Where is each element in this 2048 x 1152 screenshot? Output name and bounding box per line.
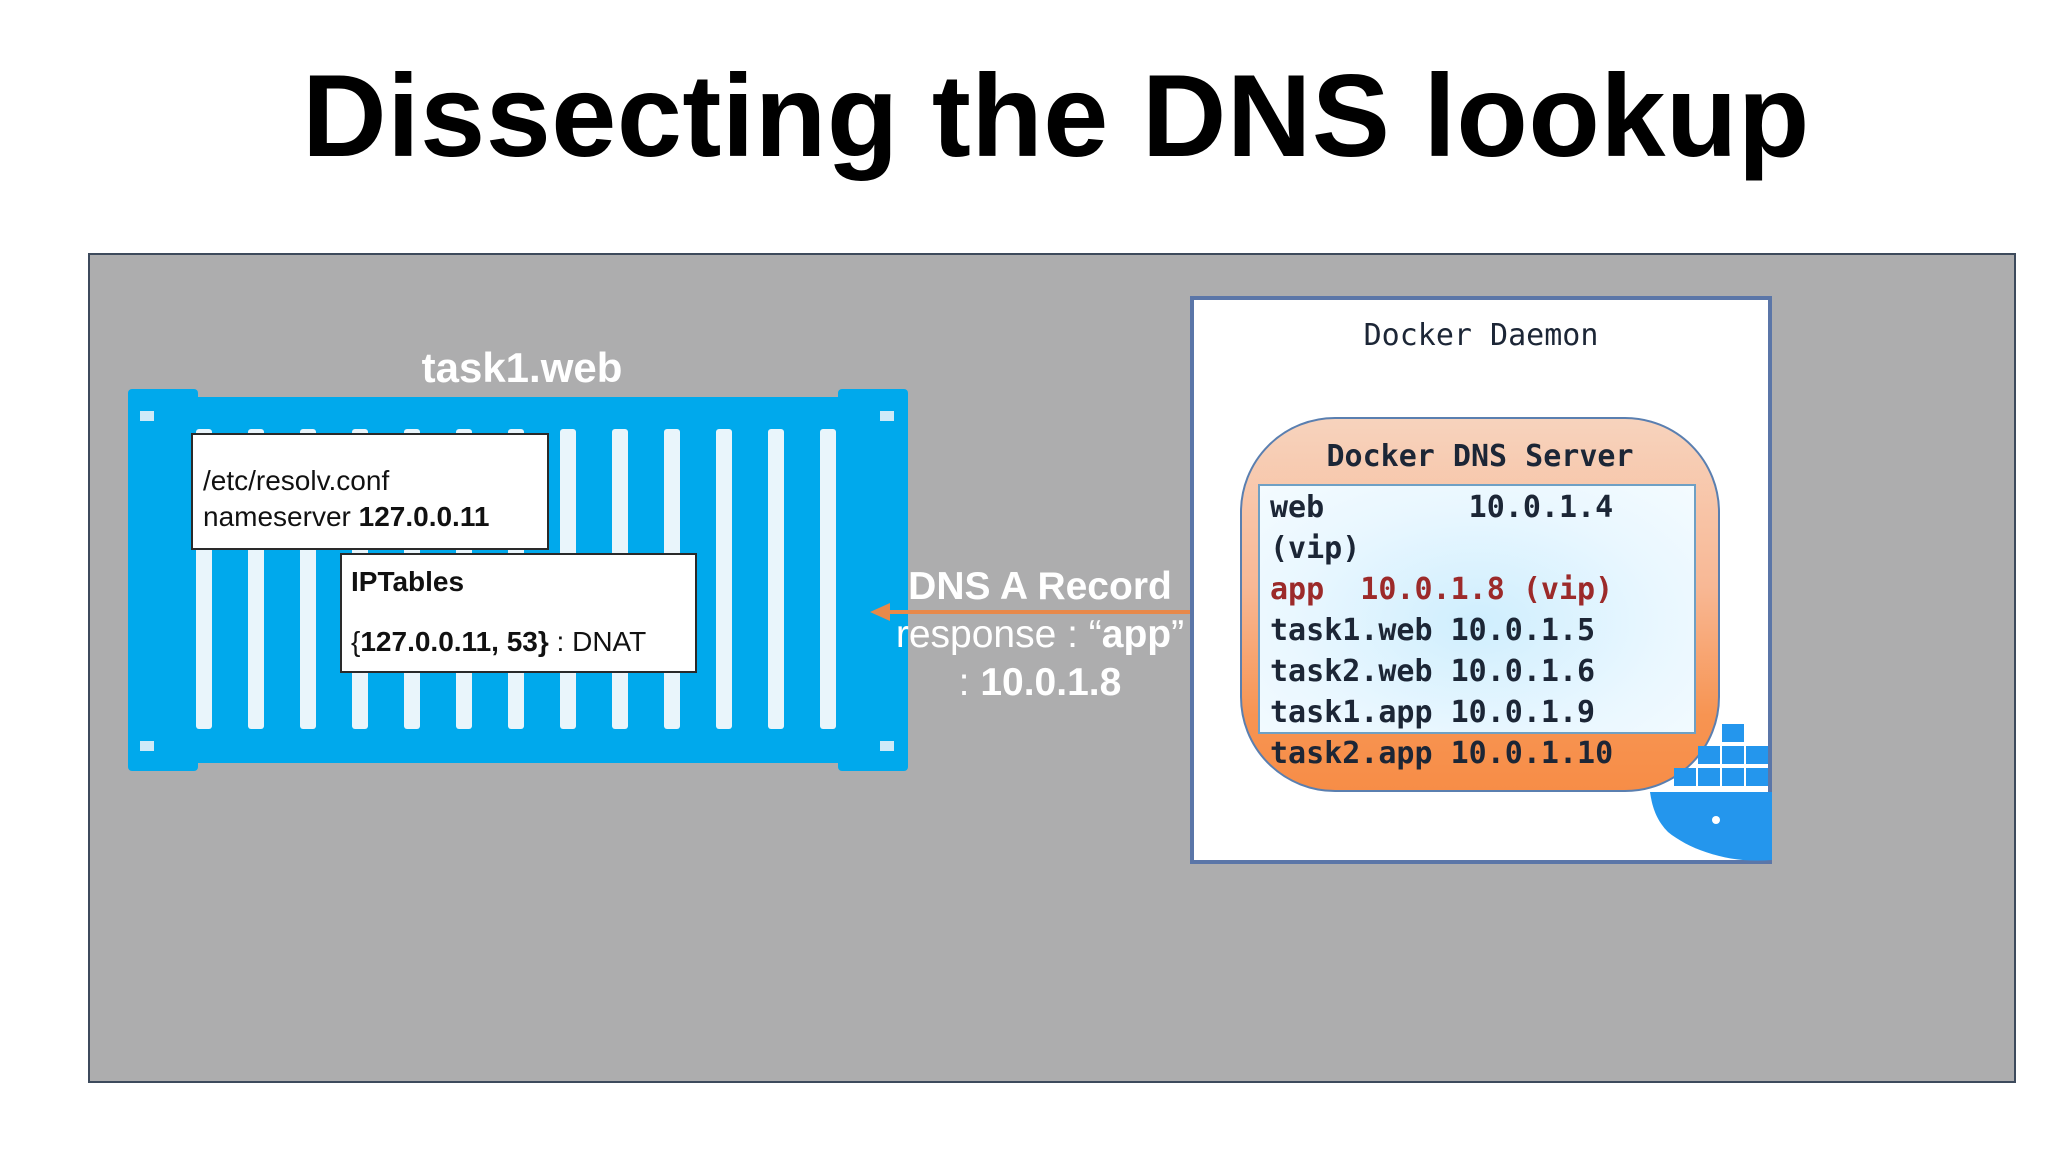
- dns-record-row: task1.app 10.0.1.9: [1270, 692, 1700, 733]
- dns-response-label: DNS A Record response : “app” : 10.0.1.8: [880, 563, 1200, 707]
- slide-title: Dissecting the DNS lookup: [0, 48, 2048, 183]
- dns-server-title: Docker DNS Server: [1242, 439, 1718, 474]
- dns-record-row: app 10.0.1.8 (vip): [1270, 569, 1700, 610]
- response-line-2: response : “app”: [880, 611, 1200, 659]
- docker-daemon-title: Docker Daemon: [1194, 318, 1768, 353]
- dns-record-row: web 10.0.1.4: [1270, 487, 1700, 528]
- docker-whale-icon: [1650, 720, 1772, 864]
- response-line-2-prefix: response : “: [896, 613, 1102, 656]
- dns-records: web 10.0.1.4(vip)app 10.0.1.8 (vip)task1…: [1270, 487, 1700, 774]
- iptables-rule-brace: {: [351, 626, 360, 657]
- iptables-rule-target: 127.0.0.11, 53}: [360, 626, 548, 657]
- dns-record-row: task2.app 10.0.1.10: [1270, 733, 1700, 774]
- dns-record-row: task2.web 10.0.1.6: [1270, 651, 1700, 692]
- nameserver-ip: 127.0.0.11: [359, 501, 490, 532]
- dns-record-row: task1.web 10.0.1.5: [1270, 610, 1700, 651]
- resolv-path: /etc/resolv.conf: [203, 463, 547, 499]
- dns-record-row: (vip): [1270, 528, 1700, 569]
- iptables-title: IPTables: [351, 565, 695, 599]
- iptables-rule-action: : DNAT: [549, 626, 646, 657]
- nameserver-line: nameserver 127.0.0.11: [203, 499, 547, 535]
- response-line-3-prefix: :: [959, 661, 981, 704]
- container-label: task1.web: [412, 344, 632, 392]
- nameserver-label: nameserver: [203, 501, 359, 532]
- response-ip: 10.0.1.8: [980, 661, 1121, 704]
- response-line-2-suffix: ”: [1171, 613, 1184, 656]
- response-name: app: [1102, 613, 1171, 656]
- iptables-rule: {127.0.0.11, 53} : DNAT: [351, 625, 646, 659]
- response-line-3: : 10.0.1.8: [880, 659, 1200, 707]
- resolv-conf-box: /etc/resolv.conf nameserver 127.0.0.11: [191, 433, 549, 550]
- iptables-box: IPTables {127.0.0.11, 53} : DNAT: [340, 553, 697, 673]
- response-line-1: DNS A Record: [880, 563, 1200, 611]
